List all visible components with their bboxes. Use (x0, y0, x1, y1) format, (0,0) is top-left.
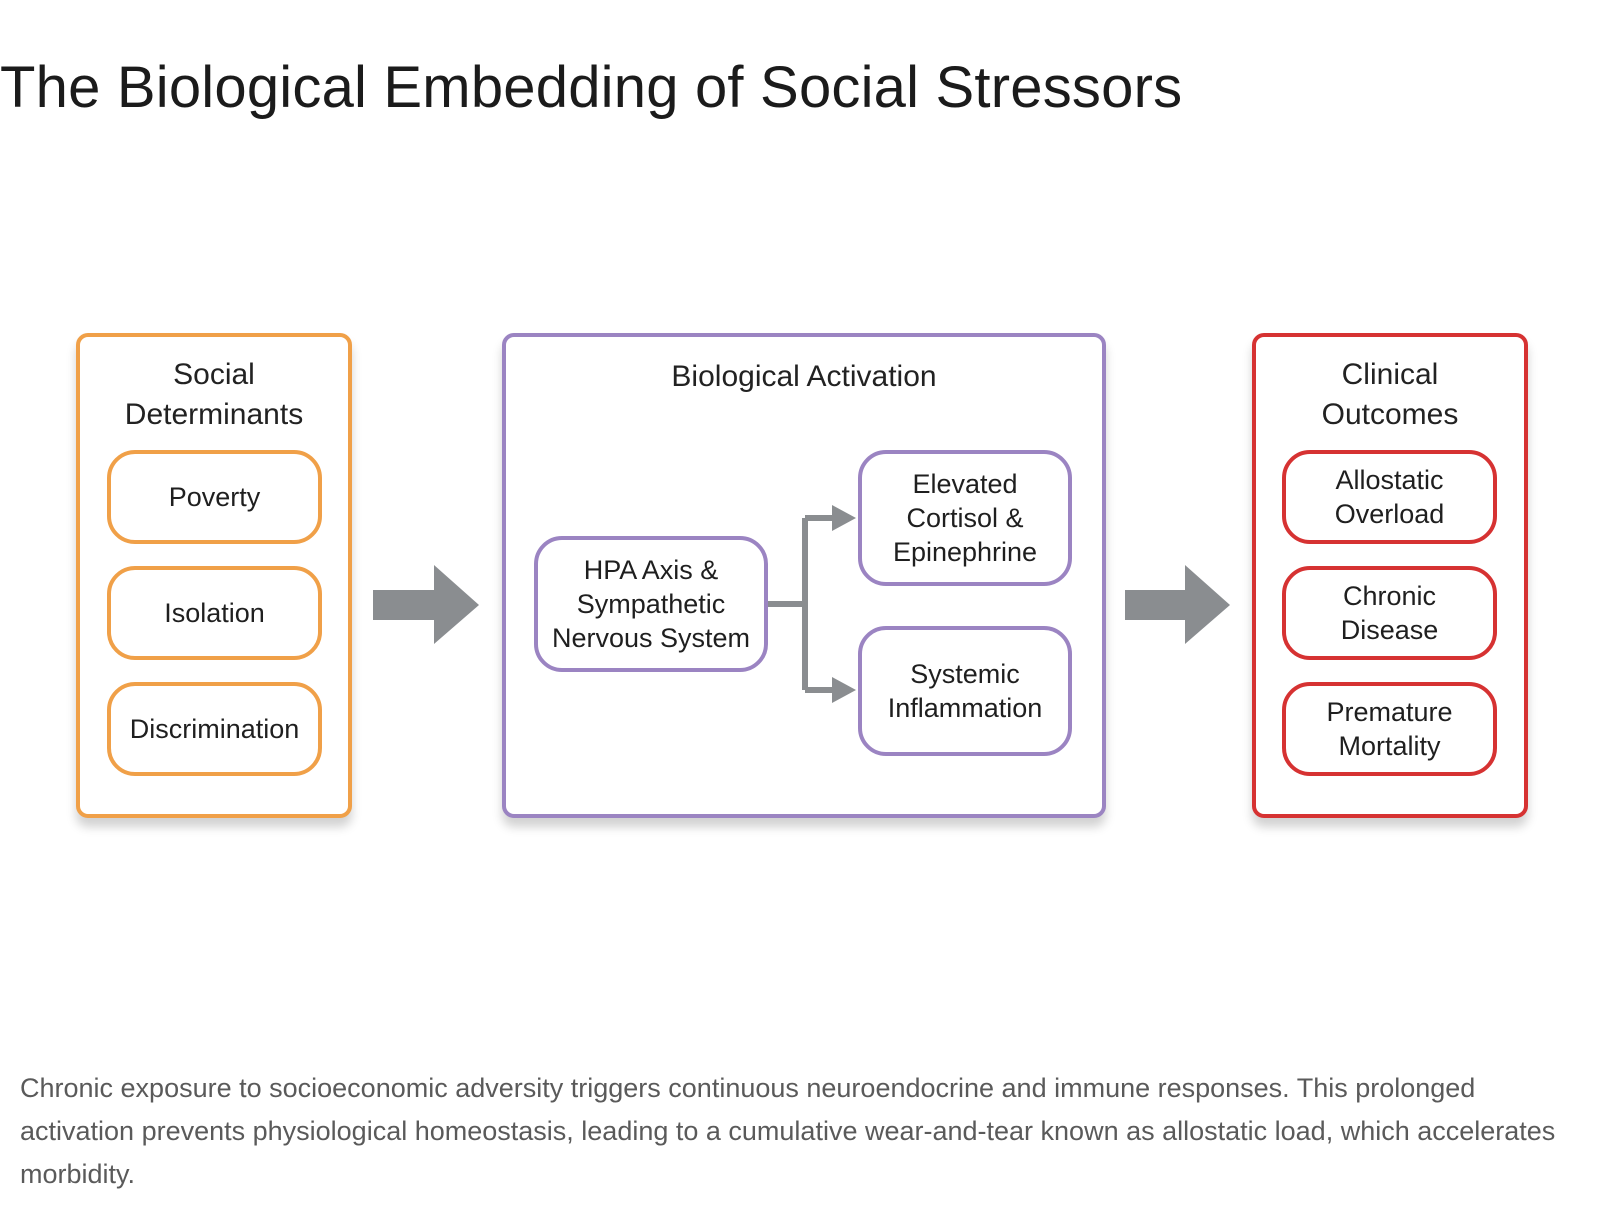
premature-mortality-label: Premature Mortality (1326, 697, 1453, 761)
biological-activation-title-text: Biological Activation (671, 360, 937, 393)
social-determinants-title-text: Social Determinants (124, 358, 304, 431)
diagram-caption: Chronic exposure to socioeconomic advers… (20, 1073, 1556, 1189)
discrimination-label: Discrimination (129, 714, 300, 744)
allostatic-overload-box: Allostatic Overload (1282, 450, 1497, 544)
poverty-label: Poverty (168, 482, 261, 512)
hpa-axis-box: HPA Axis & Sympathetic Nervous System (534, 536, 768, 672)
cortisol-label: Elevated Cortisol & Epinephrine (892, 469, 1038, 567)
premature-mortality-box: Premature Mortality (1282, 682, 1497, 776)
arrow-bio-to-clinical (1125, 565, 1230, 644)
isolation-label: Isolation (164, 598, 265, 628)
biological-activation-title: Biological Activation (506, 357, 1102, 397)
social-determinants-title: Social Determinants (80, 355, 348, 435)
hpa-axis-label: HPA Axis & Sympathetic Nervous System (551, 555, 751, 653)
inflammation-label: Systemic Inflammation (887, 659, 1043, 723)
clinical-outcomes-title-text: Clinical Outcomes (1321, 358, 1459, 431)
chronic-disease-box: Chronic Disease (1282, 566, 1497, 660)
chronic-disease-label: Chronic Disease (1340, 581, 1439, 645)
page-title: The Biological Embedding of Social Stres… (0, 55, 1183, 120)
arrow-social-to-bio (373, 565, 479, 644)
inflammation-box: Systemic Inflammation (858, 626, 1072, 756)
cortisol-box: Elevated Cortisol & Epinephrine (858, 450, 1072, 586)
clinical-outcomes-title: Clinical Outcomes (1256, 355, 1524, 435)
isolation-box: Isolation (107, 566, 322, 660)
discrimination-box: Discrimination (107, 682, 322, 776)
allostatic-overload-label: Allostatic Overload (1334, 465, 1445, 529)
poverty-box: Poverty (107, 450, 322, 544)
